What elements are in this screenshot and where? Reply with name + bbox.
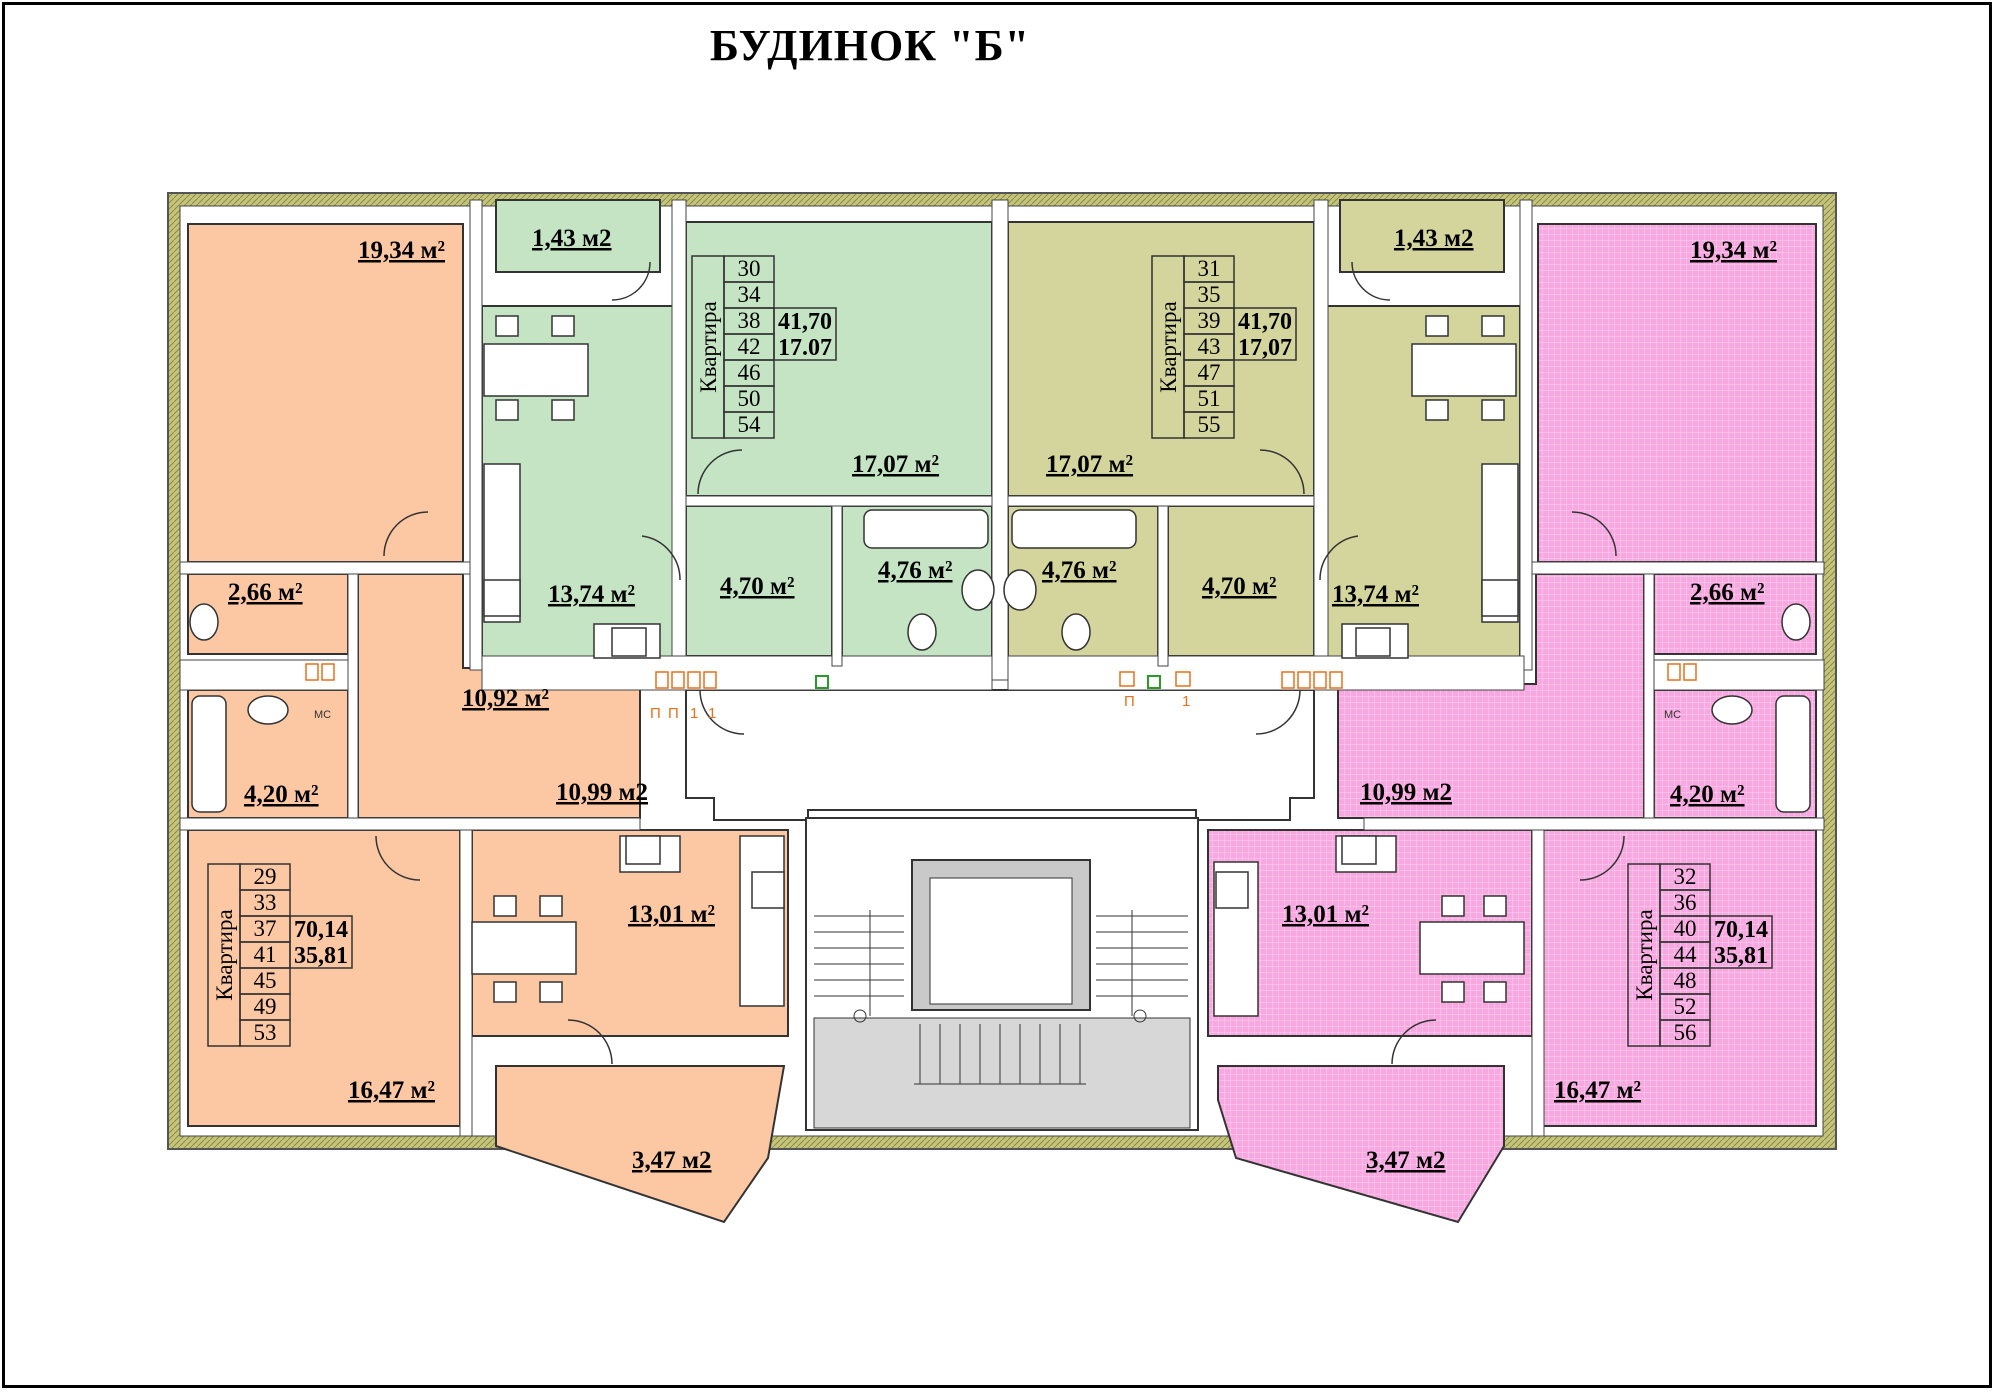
- living-area: 35,81: [294, 943, 348, 969]
- apartment-number: 41: [254, 942, 277, 967]
- central-corridor: [685, 689, 1315, 1131]
- apartment-number: 45: [254, 968, 277, 993]
- room-g-living: [685, 221, 993, 497]
- apartment-number: 39: [1198, 308, 1221, 333]
- room-g-balcony: [495, 199, 661, 273]
- label-p-kitchen: 13,01 м²: [1282, 901, 1369, 928]
- label-o-kitchen: 13,01 м²: [628, 901, 715, 928]
- table-label: Квартира: [1156, 301, 1181, 392]
- apartment-number: 49: [254, 994, 277, 1019]
- apartment-number: 40: [1674, 916, 1697, 941]
- label-o-hall-top: 10,92 м²: [462, 685, 549, 712]
- marker-one-3: 1: [1182, 693, 1190, 710]
- label-g-hall: 4,70 м²: [720, 573, 795, 600]
- label-g-balcony: 1,43 м2: [532, 225, 612, 252]
- total-area: 70,14: [294, 917, 348, 943]
- apartment-number: 51: [1198, 386, 1221, 411]
- room-y-hall: [1167, 505, 1315, 657]
- apartment-number: 30: [738, 256, 761, 281]
- apartment-number: 33: [254, 890, 277, 915]
- room-o-balcony: [495, 1065, 786, 1224]
- table-label: Квартира: [1632, 909, 1657, 1000]
- apartment-number: 37: [254, 916, 277, 941]
- label-p-living-top: 19,34 м²: [1690, 237, 1777, 264]
- label-y-balcony: 1,43 м2: [1394, 225, 1474, 252]
- apartment-number: 34: [738, 282, 762, 307]
- table-number-cell: [723, 411, 775, 439]
- label-o-balcony: 3,47 м2: [632, 1147, 712, 1174]
- area-cell: [773, 307, 837, 361]
- apartment-number: 50: [738, 386, 761, 411]
- label-y-kitchen: 13,74 м²: [1332, 581, 1419, 608]
- room-y-balcony: [1339, 199, 1505, 273]
- area-cell: [1233, 307, 1297, 361]
- total-area: 70,14: [1714, 917, 1768, 943]
- table-number-cell: [239, 1019, 291, 1047]
- apartment-number: 54: [738, 412, 762, 437]
- label-o-living-top: 19,34 м²: [358, 237, 445, 264]
- apartment-number: 43: [1198, 334, 1221, 359]
- apartment-number: 44: [1674, 942, 1698, 967]
- label-o-wc: 2,66 м²: [228, 579, 303, 606]
- apartment-number: 46: [738, 360, 761, 385]
- apartment-number: 53: [254, 1020, 277, 1045]
- marker-one-2: 1: [708, 705, 716, 722]
- marker-one: 1: [690, 705, 698, 722]
- apartment-number: 52: [1674, 994, 1697, 1019]
- marker-p-3: П: [1124, 693, 1135, 710]
- area-cell: [1709, 915, 1773, 969]
- apartment-number: 56: [1674, 1020, 1697, 1045]
- label-o-bath: 4,20 м²: [244, 781, 319, 808]
- table-number-cell: [1183, 411, 1235, 439]
- table-number-cell: [1659, 1019, 1711, 1047]
- apartment-number: 38: [738, 308, 761, 333]
- apartment-number: 47: [1198, 360, 1221, 385]
- table-label: Квартира: [696, 301, 721, 392]
- room-p-balcony: [1217, 1065, 1505, 1224]
- area-cell: [289, 915, 353, 969]
- total-area: 41,70: [778, 309, 832, 335]
- living-area: 35,81: [1714, 943, 1768, 969]
- apartment-number: 29: [254, 864, 277, 889]
- label-p-living-bottom: 16,47 м²: [1554, 1077, 1641, 1104]
- label-p-balcony: 3,47 м2: [1366, 1147, 1446, 1174]
- marker-ms-2: МС: [1664, 709, 1681, 721]
- room-p-living-top: [1537, 223, 1817, 563]
- label-o-hall: 10,99 м2: [556, 779, 648, 806]
- apartment-number: 31: [1198, 256, 1221, 281]
- label-y-hall: 4,70 м²: [1202, 573, 1277, 600]
- marker-p: П: [650, 705, 661, 722]
- label-p-wc: 2,66 м²: [1690, 579, 1765, 606]
- label-y-bath: 4,76 м²: [1042, 557, 1117, 584]
- apartment-number: 55: [1198, 412, 1221, 437]
- apartment-number: 42: [738, 334, 761, 359]
- room-o-living-top: [187, 223, 464, 563]
- label-g-living: 17,07 м²: [852, 451, 939, 478]
- apartment-number: 48: [1674, 968, 1697, 993]
- label-g-kitchen: 13,74 м²: [548, 581, 635, 608]
- marker-ms: МС: [314, 709, 331, 721]
- label-g-bath: 4,76 м²: [878, 557, 953, 584]
- stair-landing: [813, 1017, 1191, 1129]
- total-area: 41,70: [1238, 309, 1292, 335]
- page-title: БУДИНОК "Б": [709, 21, 1031, 70]
- label-y-living: 17,07 м²: [1046, 451, 1133, 478]
- label-p-bath: 4,20 м²: [1670, 781, 1745, 808]
- living-area: 17,07: [1238, 335, 1292, 361]
- table-label: Квартира: [212, 909, 237, 1000]
- label-p-hall: 10,99 м2: [1360, 779, 1452, 806]
- marker-p-2: П: [668, 705, 679, 722]
- apartment-number: 32: [1674, 864, 1697, 889]
- apartment-number: 35: [1198, 282, 1221, 307]
- apartment-number: 36: [1674, 890, 1697, 915]
- lift-shaft: [929, 877, 1073, 1005]
- label-o-living-bottom: 16,47 м²: [348, 1077, 435, 1104]
- living-area: 17.07: [778, 335, 832, 361]
